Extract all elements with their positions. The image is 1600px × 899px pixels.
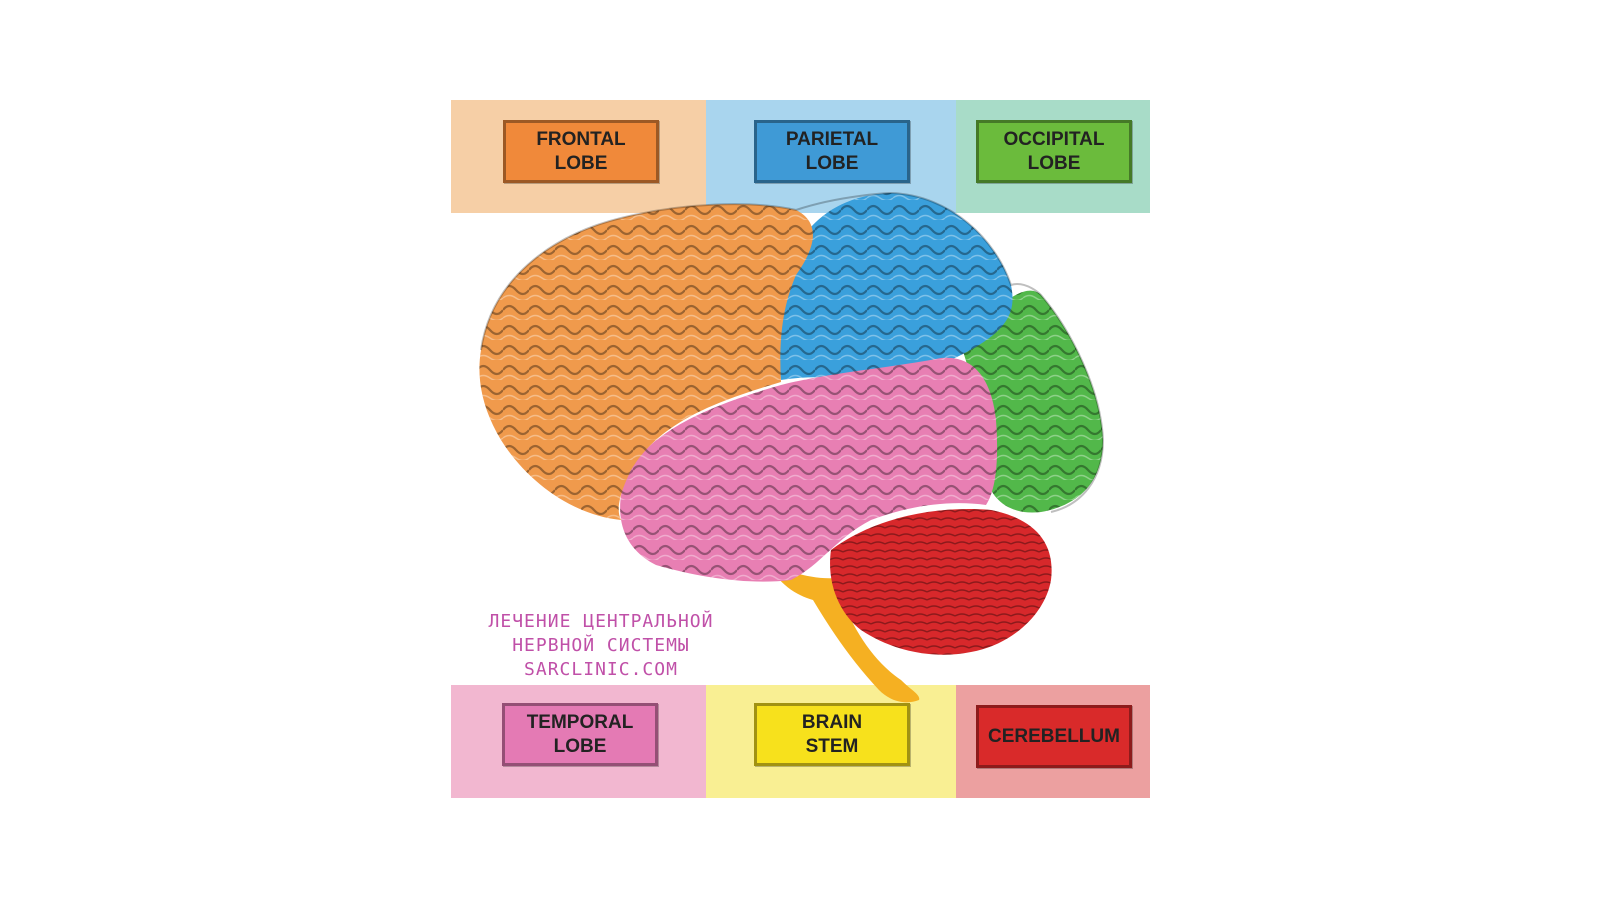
brain-illustration — [479, 191, 1105, 703]
watermark-line-3: SARCLINIC.COM — [524, 659, 678, 680]
occipital-lobe-label: OCCIPITAL LOBE — [976, 120, 1132, 183]
watermark-line-2: НЕРВНОЙ СИСТЕМЫ — [512, 635, 690, 656]
watermark-line-1: ЛЕЧЕНИЕ ЦЕНТРАЛЬНОЙ — [488, 611, 714, 632]
brain-diagram: FRONTAL LOBE PARIETAL LOBE OCCIPITAL LOB… — [451, 100, 1150, 798]
cerebellum-label: CEREBELLUM — [976, 705, 1132, 768]
brainstem-region — [766, 560, 920, 703]
frontal-lobe-label: FRONTAL LOBE — [503, 120, 659, 183]
watermark-text: ЛЕЧЕНИЕ ЦЕНТРАЛЬНОЙ НЕРВНОЙ СИСТЕМЫ SARC… — [451, 610, 751, 682]
temporal-lobe-label: TEMPORAL LOBE — [502, 703, 658, 766]
brain-stem-label: BRAIN STEM — [754, 703, 910, 766]
parietal-lobe-label: PARIETAL LOBE — [754, 120, 910, 183]
